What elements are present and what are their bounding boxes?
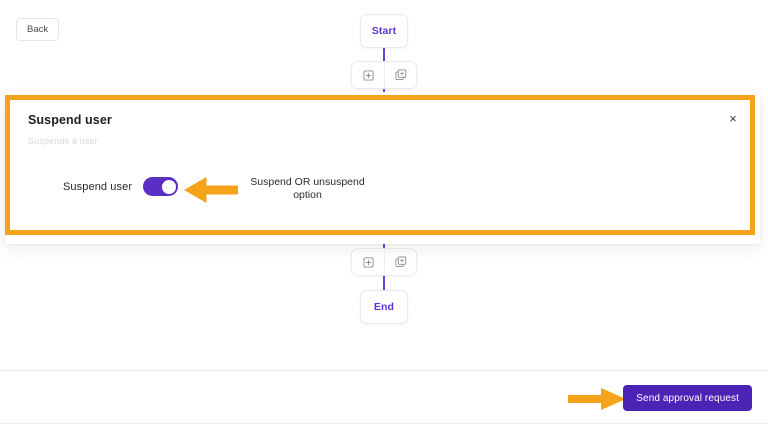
close-icon: × xyxy=(729,110,737,126)
arrow-right-icon xyxy=(568,388,626,410)
panel-title: Suspend user xyxy=(28,113,112,127)
add-node-icon xyxy=(362,256,374,268)
add-node-icon-button-top[interactable] xyxy=(352,62,384,88)
footer-bottom-divider xyxy=(0,423,768,424)
toggle-knob xyxy=(161,179,176,194)
panel-header: Suspend user Suspends a user xyxy=(28,113,740,146)
connector-actions-to-end xyxy=(383,276,385,290)
suspend-user-toggle[interactable] xyxy=(143,177,179,196)
duplicate-node-icon-button-bottom[interactable] xyxy=(384,249,416,275)
suspend-user-toggle-label: Suspend user xyxy=(63,180,133,193)
toggle-annotation-text: Suspend OR unsuspend option xyxy=(250,176,365,201)
suspend-user-field-row: Suspend user xyxy=(63,177,179,196)
add-node-icon-button-bottom[interactable] xyxy=(352,249,384,275)
duplicate-node-icon xyxy=(394,69,406,80)
duplicate-node-icon-button-top[interactable] xyxy=(384,62,416,88)
suspend-user-panel: Suspend user Suspends a user × xyxy=(5,92,760,244)
add-node-icon xyxy=(362,69,374,81)
duplicate-node-icon xyxy=(394,256,406,267)
flow-node-start-label: Start xyxy=(371,25,397,37)
flow-canvas: Start xyxy=(0,14,768,324)
flow-node-start[interactable]: Start xyxy=(360,14,408,48)
flow-top-group: Start xyxy=(0,14,768,103)
arrow-left-icon xyxy=(184,177,238,203)
flow-node-end[interactable]: End xyxy=(360,290,408,324)
panel-subtitle: Suspends a user xyxy=(28,136,98,146)
flow-action-group-bottom xyxy=(351,248,417,276)
back-button-label: Back xyxy=(27,24,49,35)
flow-action-group-top xyxy=(351,61,417,89)
send-approval-request-button[interactable]: Send approval request xyxy=(623,385,752,411)
back-button[interactable]: Back xyxy=(16,18,60,41)
close-icon-button[interactable]: × xyxy=(725,110,741,126)
connector-start-to-actions xyxy=(383,48,385,61)
flow-node-end-label: End xyxy=(373,301,395,313)
flow-bottom-group: End xyxy=(0,230,768,324)
send-approval-request-label: Send approval request xyxy=(636,392,739,404)
